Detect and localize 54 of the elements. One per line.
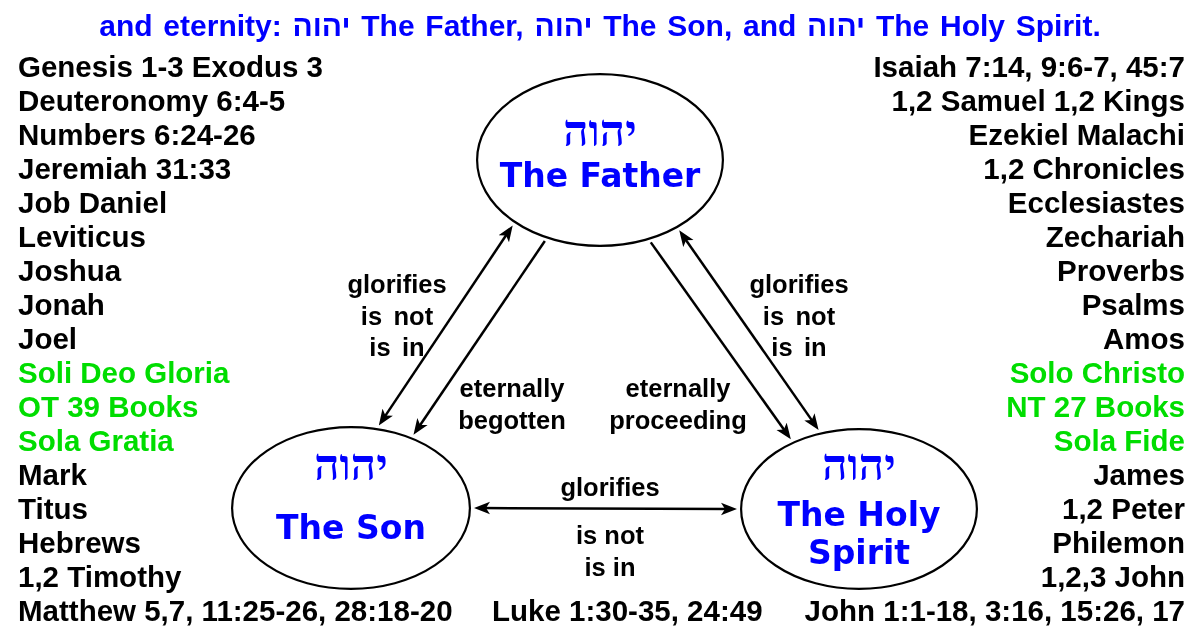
highlighted-text: Sola Gratia xyxy=(18,423,174,458)
node-title: The Father xyxy=(499,157,701,195)
hebrew-word: יהוה xyxy=(314,444,388,488)
reference-text: Matthew 5,7, 11:25-26, 28:18-20 xyxy=(18,593,453,628)
hebrew-word: יהוה xyxy=(563,110,637,154)
reference-text: James xyxy=(1093,457,1185,492)
reference-text: Amos xyxy=(1103,321,1185,356)
reference-text: Zechariah xyxy=(1045,219,1185,254)
reference-text: Philemon xyxy=(1052,525,1185,560)
reference-text: Luke 1:30-35, 24:49 xyxy=(492,593,763,628)
double-arrow xyxy=(474,501,737,516)
arrow xyxy=(413,240,546,435)
reference-text: 1,2 Peter xyxy=(1062,491,1185,526)
reference-text: Ecclesiastes xyxy=(1007,185,1185,220)
edge-label: glorifies is not is in xyxy=(346,268,448,363)
reference-text: Mark xyxy=(18,457,87,492)
reference-text: Proverbs xyxy=(1057,253,1185,288)
reference-text: Hebrews xyxy=(18,525,141,560)
reference-text: Genesis 1-3 Exodus 3 xyxy=(18,49,323,84)
title-text: and eternity: יהוה The Father, יהוה The Son, and יהוה The Holy Spirit. xyxy=(99,8,1101,43)
reference-text: Psalms xyxy=(1081,287,1185,322)
edge-label: glorifies is not is in xyxy=(748,268,850,363)
reference-text: Deuteronomy 6:4-5 xyxy=(18,83,286,118)
reference-text: 1,2 Samuel 1,2 Kings xyxy=(891,83,1185,118)
highlighted-text: Soli Deo Gloria xyxy=(18,355,230,390)
reference-text: Jeremiah 31:33 xyxy=(18,151,232,186)
edge-label: eternally proceeding xyxy=(608,372,748,436)
reference-text: Isaiah 7:14, 9:6-7, 45:7 xyxy=(873,49,1185,84)
highlighted-text: Solo Christo xyxy=(1009,355,1185,390)
arrow xyxy=(649,241,791,440)
hebrew-word: יהוה xyxy=(822,444,896,488)
reference-text: Titus xyxy=(18,491,88,526)
reference-text: 1,2 Timothy xyxy=(18,559,182,594)
node-title: The Son xyxy=(276,509,426,547)
double-arrow xyxy=(679,230,819,430)
relation-text: is not is in xyxy=(575,519,645,582)
ellipse-node xyxy=(476,73,724,247)
node-title: The Holy Spirit xyxy=(776,496,942,572)
reference-text: Leviticus xyxy=(18,219,146,254)
reference-text: 1,2,3 John xyxy=(1040,559,1185,594)
highlighted-text: Sola Fide xyxy=(1053,423,1185,458)
edge-label: eternally begotten xyxy=(457,372,567,436)
reference-text: 1,2 Chronicles xyxy=(983,151,1185,186)
highlighted-text: NT 27 Books xyxy=(1006,389,1185,424)
reference-text: Joshua xyxy=(18,253,122,288)
reference-text: Job Daniel xyxy=(18,185,168,220)
reference-text: Ezekiel Malachi xyxy=(968,117,1185,152)
reference-text: Numbers 6:24-26 xyxy=(18,117,256,152)
reference-text: John 1:1-18, 3:16, 15:26, 17 xyxy=(804,593,1185,628)
reference-text: Jonah xyxy=(18,287,105,322)
edge-label: glorifies xyxy=(560,472,660,504)
highlighted-text: OT 39 Books xyxy=(18,389,199,424)
double-arrow xyxy=(378,225,513,426)
reference-text: Joel xyxy=(18,321,78,356)
